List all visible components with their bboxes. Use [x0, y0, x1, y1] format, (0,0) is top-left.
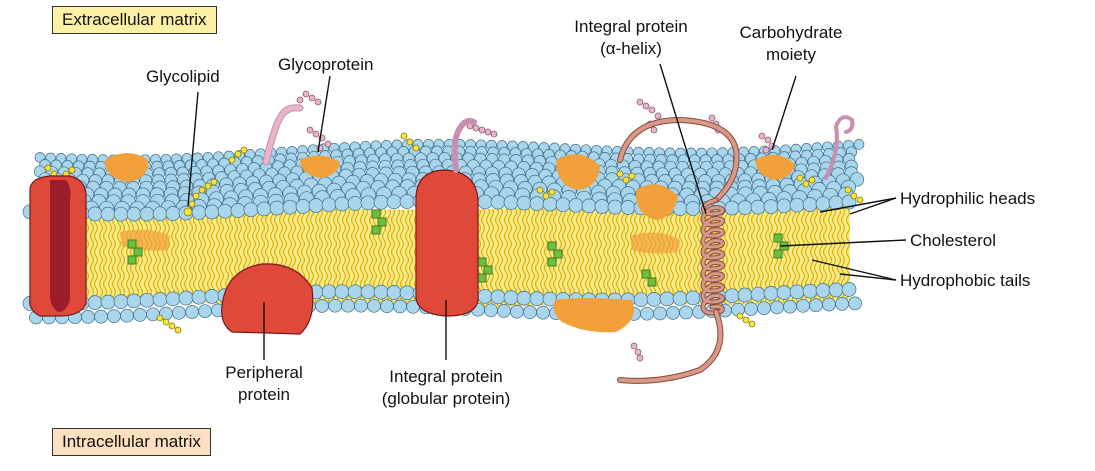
peripheral-protein-label: Peripheral protein [204, 362, 324, 406]
integral-globular-line2: (globular protein) [356, 388, 536, 410]
integral-globular-line1: Integral protein [356, 366, 536, 388]
carbohydrate-line2: moiety [716, 44, 866, 66]
carbohydrate-line1: Carbohydrate [716, 22, 866, 44]
carbohydrate-moiety-label: Carbohydrate moiety [716, 22, 866, 66]
integral-globular-label: Integral protein (globular protein) [356, 366, 536, 410]
glycoprotein-label: Glycoprotein [278, 54, 373, 76]
integral-globular-protein-shape [416, 170, 478, 316]
integral-alpha-label: Integral protein (α-helix) [556, 16, 706, 60]
extracellular-matrix-label: Extracellular matrix [52, 6, 217, 34]
channel-protein [30, 176, 86, 316]
glycolipid-label: Glycolipid [146, 66, 220, 88]
peripheral-line2: protein [204, 384, 324, 406]
cholesterol-label: Cholesterol [910, 230, 996, 252]
intracellular-matrix-label: Intracellular matrix [52, 428, 211, 456]
integral-alpha-line1: Integral protein [556, 16, 706, 38]
integral-alpha-line2: (α-helix) [556, 38, 706, 60]
peripheral-line1: Peripheral [204, 362, 324, 384]
hydrophobic-tails-label: Hydrophobic tails [900, 270, 1030, 292]
hydrophilic-heads-label: Hydrophilic heads [900, 188, 1035, 210]
